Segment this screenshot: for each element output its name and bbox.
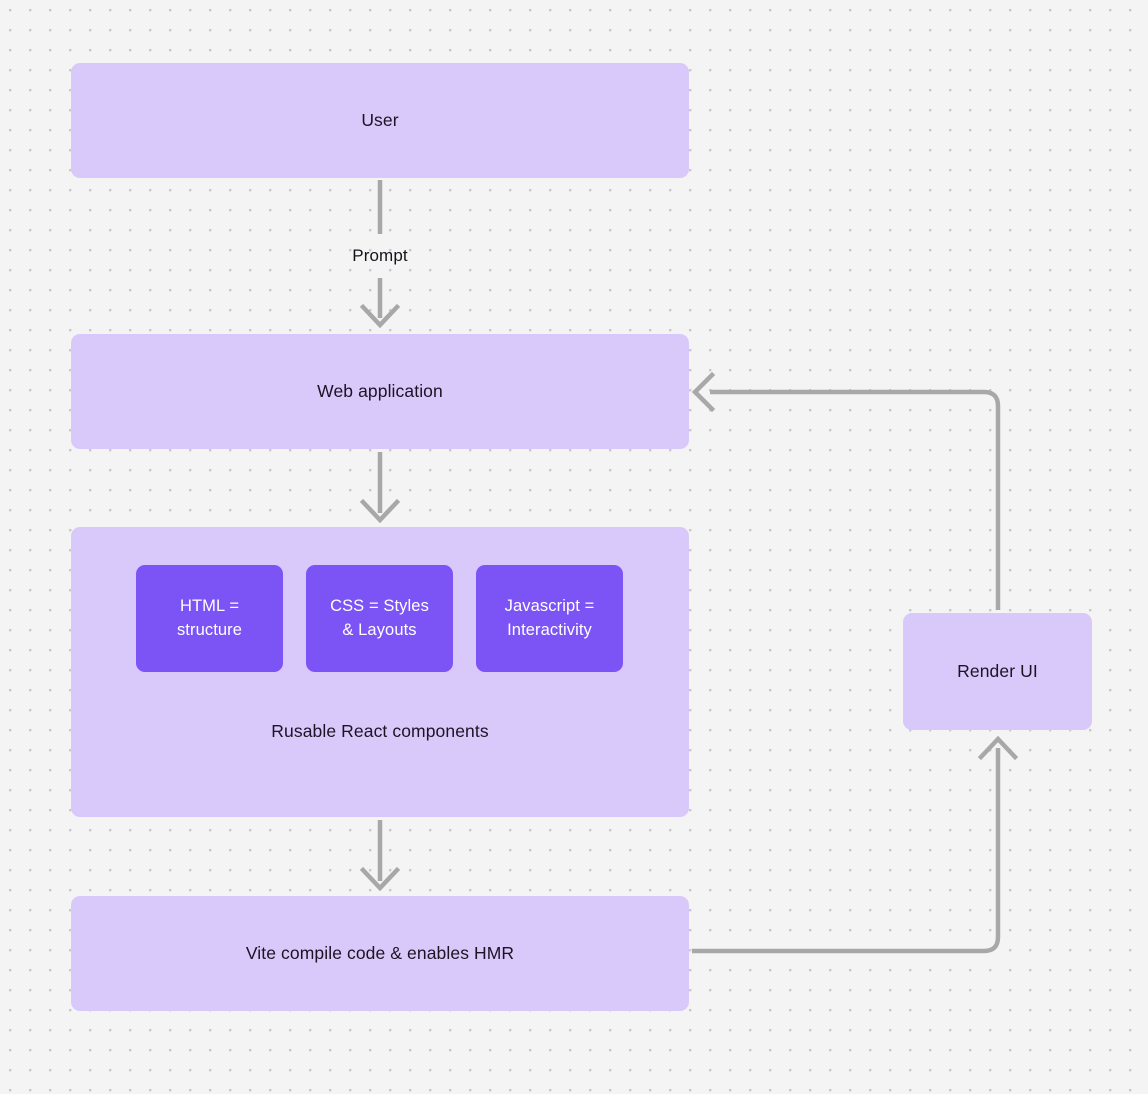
node-html-line2: structure: [176, 620, 243, 639]
node-web-application-label: Web application: [317, 380, 443, 401]
arrowhead-down-react-components: [359, 498, 401, 524]
node-user[interactable]: User: [71, 63, 689, 178]
edge-label-prompt: Prompt: [330, 246, 430, 266]
edge-vite-to-render-ui: [692, 748, 1001, 954]
node-javascript-line2: Interactivity: [507, 620, 592, 639]
node-html[interactable]: HTML = structure: [136, 565, 283, 672]
node-html-line1: HTML =: [179, 597, 240, 616]
node-web-application[interactable]: Web application: [71, 334, 689, 449]
node-javascript-line1: Javascript =: [504, 597, 595, 616]
node-vite[interactable]: Vite compile code & enables HMR: [71, 896, 689, 1011]
node-render-ui-label: Render UI: [957, 660, 1038, 681]
node-css-line1: CSS = Styles: [330, 597, 429, 616]
node-react-components-caption-text: Rusable React components: [271, 721, 489, 741]
node-css[interactable]: CSS = Styles & Layouts: [306, 565, 453, 672]
node-render-ui[interactable]: Render UI: [903, 613, 1092, 730]
node-javascript[interactable]: Javascript = Interactivity: [476, 565, 623, 672]
arrowhead-up-render-ui: [977, 735, 1019, 761]
arrowhead-down-vite: [359, 866, 401, 892]
node-user-label: User: [361, 109, 399, 130]
node-react-components-caption: Rusable React components: [71, 720, 689, 744]
edge-render-ui-to-web-application: [710, 389, 1001, 610]
arrowhead-down-web-application: [359, 303, 401, 329]
node-css-line2: & Layouts: [342, 620, 417, 639]
node-vite-label: Vite compile code & enables HMR: [245, 942, 515, 963]
arrowhead-left-web-application: [691, 371, 716, 413]
edge-label-prompt-text: Prompt: [352, 246, 408, 265]
